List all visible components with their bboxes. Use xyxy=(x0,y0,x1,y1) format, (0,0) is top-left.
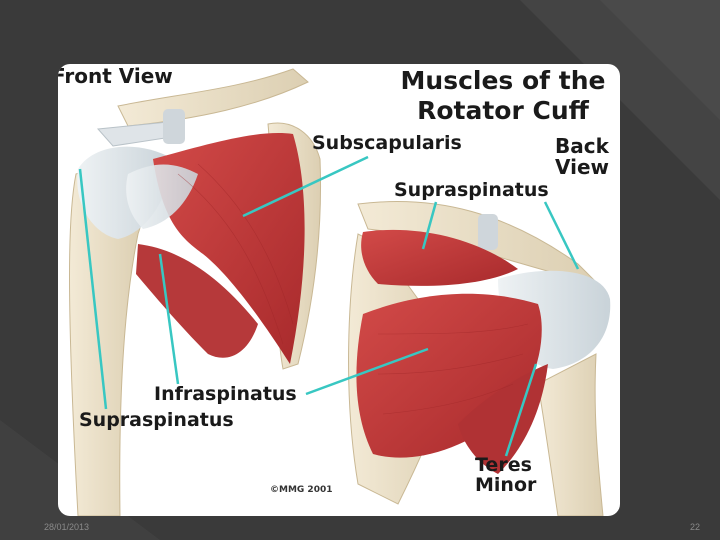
humerus-back-bone xyxy=(537,353,604,516)
subscapularis-tendon xyxy=(126,164,198,229)
teres-minor-pointer xyxy=(504,363,538,457)
title-line-2: Rotator Cuff xyxy=(417,96,589,125)
back-view-pointer xyxy=(543,201,580,270)
subscapularis-pointer xyxy=(242,155,369,218)
supraspinatus-back-pointer xyxy=(421,201,438,250)
back-view-label-line-1: Back xyxy=(555,134,609,158)
supraspinatus-back-label: Supraspinatus xyxy=(394,179,549,201)
anatomy-illustration xyxy=(69,68,611,516)
supraspinatus-front-pointer xyxy=(78,168,108,410)
supraspinatus-front-label: Supraspinatus xyxy=(79,409,234,431)
title-line-1: Muscles of the xyxy=(400,66,606,95)
teres-minor-label: Teres Minor xyxy=(475,454,537,496)
infraspinatus-pointer xyxy=(305,347,429,396)
teres-minor-muscle xyxy=(458,364,548,474)
rotator-cuff-figure: Muscles of the Rotator Cuff Front View B… xyxy=(58,64,620,516)
slide-page-number: 22 xyxy=(690,522,701,532)
figure-title: Muscles of the Rotator Cuff xyxy=(388,66,618,126)
teres-minor-label-line-1: Teres xyxy=(475,454,532,476)
infraspinatus-front-pointer xyxy=(158,253,180,385)
slide-date: 28/01/2013 xyxy=(44,522,90,532)
teres-minor-label-line-2: Minor xyxy=(475,473,537,496)
copyright-text: ©MMG 2001 xyxy=(270,485,333,495)
front-view-label: Front View xyxy=(58,64,173,88)
subscapularis-muscle xyxy=(153,133,305,364)
back-view-label-line-2: View xyxy=(555,155,610,179)
back-view-label: Back View xyxy=(555,136,609,178)
subscapularis-label: Subscapularis xyxy=(312,132,462,154)
infraspinatus-label: Infraspinatus xyxy=(154,383,297,405)
muscle-striations xyxy=(177,163,529,415)
pointer-lines xyxy=(78,155,580,457)
front-lower-muscle xyxy=(136,244,258,358)
ligament-back xyxy=(478,214,498,250)
ligament-front xyxy=(163,109,185,144)
supraspinatus-back-muscle xyxy=(361,229,518,286)
